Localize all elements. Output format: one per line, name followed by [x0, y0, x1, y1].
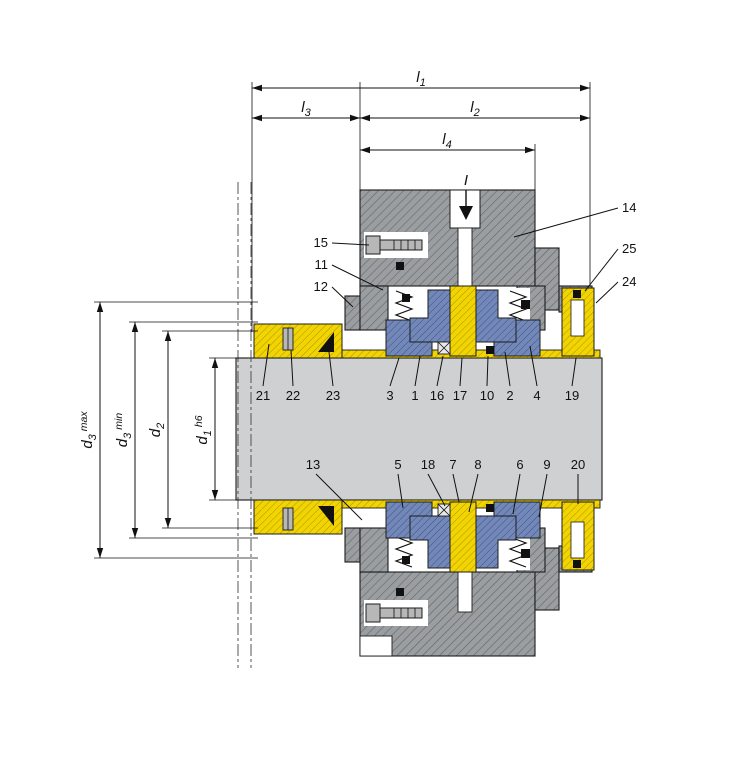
section-label: I	[464, 172, 468, 189]
drive-collar-lower	[437, 501, 477, 573]
dim-label-l2: l2	[470, 99, 479, 119]
seal-faces-upper	[385, 289, 541, 357]
clamp-collar-upper	[253, 323, 343, 359]
callouts-upper-row: 21 22 23 3 1 16 17 10 2 4 19	[256, 343, 579, 403]
callouts-left: 15 11 12	[314, 235, 384, 308]
part-number-label: 6	[516, 457, 523, 472]
callouts-right: 14 25 24	[513, 200, 636, 304]
part-callout: 5	[394, 457, 404, 509]
o-rings-upper	[396, 262, 530, 354]
part-callout: 8	[468, 457, 482, 513]
part-callout: 22	[286, 349, 300, 403]
part-callout: 7	[449, 457, 460, 503]
dim-label-l4: l4	[442, 131, 451, 151]
part-callout: 6	[512, 457, 524, 515]
part-callout: 14	[513, 200, 636, 238]
part-callout: 3	[386, 357, 400, 403]
part-callout: 13	[306, 457, 363, 521]
part-callout: 24	[595, 274, 636, 304]
part-callout: 2	[504, 351, 514, 403]
part-callout: 10	[480, 355, 494, 403]
part-number-label: 1	[411, 388, 418, 403]
part-callout: 17	[453, 357, 467, 403]
part-callout: 20	[571, 457, 585, 504]
part-callout: 25	[584, 241, 636, 292]
part-number-label: 25	[622, 241, 636, 256]
part-number-label: 21	[256, 388, 270, 403]
part-number-label: 23	[326, 388, 340, 403]
dim-label-d3min: d3min	[113, 413, 134, 448]
part-number-label: 11	[315, 257, 329, 272]
part-number-label: 4	[533, 388, 540, 403]
part-number-label: 12	[314, 279, 328, 294]
shaft	[235, 357, 603, 501]
section-arrow-icon	[459, 190, 473, 220]
dim-label-d2: d2	[147, 423, 167, 437]
part-number-label: 20	[571, 457, 585, 472]
gland-bolt-lower	[364, 600, 428, 626]
part-callout: 18	[421, 457, 446, 507]
o-rings-lower	[396, 504, 530, 596]
end-ring-lower	[561, 501, 595, 571]
part-callout: 23	[326, 351, 340, 403]
part-number-label: 24	[622, 274, 636, 289]
part-number-label: 19	[565, 388, 579, 403]
part-number-label: 15	[314, 235, 328, 250]
part-callout: 1	[411, 355, 421, 403]
clamp-collar-lower	[253, 499, 343, 535]
part-number-label: 18	[421, 457, 435, 472]
part-number-label: 5	[394, 457, 401, 472]
part-number-label: 10	[480, 388, 494, 403]
dim-label-l1: l1	[416, 69, 425, 89]
part-number-label: 13	[306, 457, 320, 472]
dim-label-l3: l3	[301, 99, 311, 119]
part-number-label: 9	[543, 457, 550, 472]
part-callout: 16	[430, 355, 444, 403]
dimension-lines-left: d3max d3min d2 d1h6	[78, 301, 258, 559]
part-number-label: 17	[453, 388, 467, 403]
phantom-lines	[237, 182, 252, 668]
part-number-label: 2	[506, 388, 513, 403]
housing-upper	[344, 189, 593, 331]
part-callout: 12	[314, 279, 354, 308]
part-callout: 21	[256, 343, 270, 403]
part-callout: 11	[315, 257, 384, 291]
section-marker: I	[459, 172, 473, 220]
part-number-label: 22	[286, 388, 300, 403]
part-callout: 9	[538, 457, 551, 518]
part-callout: 4	[529, 345, 541, 403]
drive-collar-upper	[437, 285, 477, 357]
part-number-label: 7	[449, 457, 456, 472]
part-number-label: 3	[386, 388, 393, 403]
part-number-label: 16	[430, 388, 444, 403]
dim-label-d1: d1h6	[193, 415, 214, 444]
gland-bolt-upper	[364, 232, 428, 258]
part-number-label: 14	[622, 200, 636, 215]
dimension-lines-top: l1 l3 l2 l4	[251, 69, 591, 332]
part-callout: 15	[314, 235, 370, 250]
callouts-lower-row: 13 5 18 7 8 6 9 20	[306, 457, 585, 521]
part-callout: 19	[565, 357, 579, 403]
part-number-label: 8	[474, 457, 481, 472]
dim-label-d3max: d3max	[78, 411, 99, 449]
end-ring-upper	[561, 287, 595, 357]
